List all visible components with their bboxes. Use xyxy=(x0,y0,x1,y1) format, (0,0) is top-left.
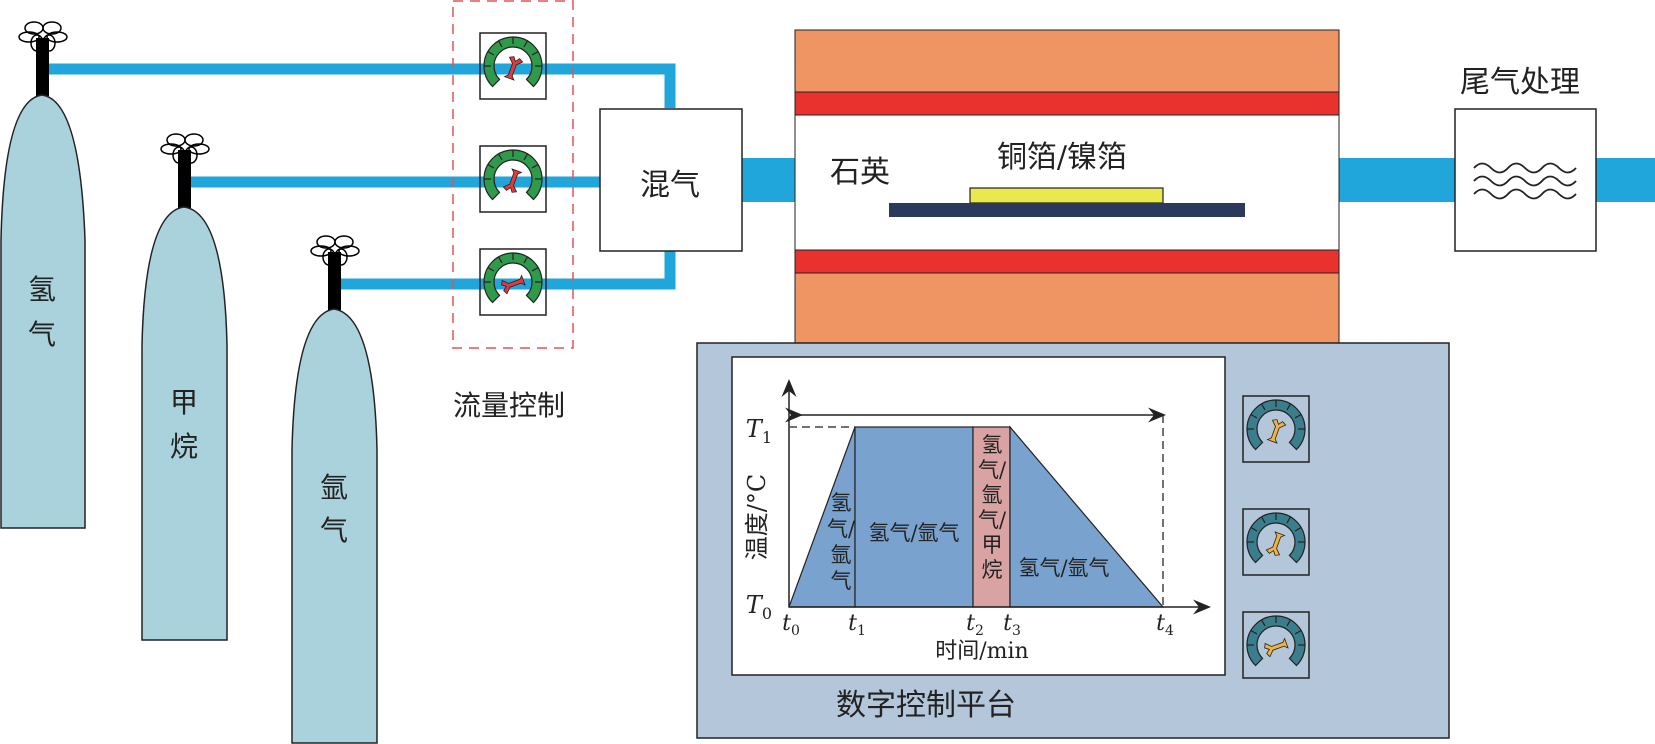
cylinder-hydrogen[interactable]: 氢 气 xyxy=(0,21,86,529)
segment-gas-label: 氢 xyxy=(831,491,852,515)
cylinder-label-top: 甲 xyxy=(170,386,198,419)
x-tick-label: t2 xyxy=(966,611,984,639)
flow-controller-methane[interactable] xyxy=(479,145,547,213)
cylinder-body xyxy=(141,206,228,641)
furnace-insulation-bottom xyxy=(794,272,1340,344)
segment-gas-label: 烷 xyxy=(982,558,1003,582)
segment-gas-label: 气/ xyxy=(978,508,1007,532)
gauge-needle-icon xyxy=(1264,637,1289,658)
cylinder-body xyxy=(291,308,378,744)
gauge-dial xyxy=(483,36,543,88)
t0-label: T0 xyxy=(746,591,772,623)
platform-gauge-1[interactable] xyxy=(1242,395,1310,463)
valve-stem xyxy=(178,150,191,208)
gauge-dial xyxy=(483,252,543,304)
segment-anneal xyxy=(854,426,974,608)
x-tick-label: t4 xyxy=(1156,611,1174,639)
x-axis-label: 时间/min xyxy=(935,639,1028,664)
segment-gas-label: 氢气/氩气 xyxy=(1018,556,1109,580)
cylinder-body xyxy=(0,94,86,529)
cylinder-methane[interactable]: 甲 烷 xyxy=(141,133,228,641)
segment-gas-label: 氢气/氩气 xyxy=(868,521,959,545)
cylinder-label-bottom: 烷 xyxy=(170,430,198,463)
gauge-needle-icon xyxy=(502,168,523,193)
pipe-hydrogen xyxy=(48,63,676,108)
sample-label: 铜箔/镍箔 xyxy=(997,140,1127,175)
x-tick-label: t0 xyxy=(782,611,800,639)
cylinder-label-bottom: 气 xyxy=(28,318,56,351)
quartz-tube xyxy=(794,114,1340,251)
tube-furnace[interactable]: 石英 铜箔/镍箔 xyxy=(794,29,1340,344)
heater-top xyxy=(794,91,1340,116)
valve-stem xyxy=(36,38,49,96)
waves-icon xyxy=(1473,162,1577,200)
pipe-exhaust-out xyxy=(1596,158,1655,202)
flow-control-label: 流量控制 xyxy=(453,389,565,422)
segment-gas-label: 气/ xyxy=(978,458,1007,482)
flow-control-group-border xyxy=(452,0,574,349)
gauge-dial xyxy=(483,149,543,201)
t1-label: T1 xyxy=(746,415,772,447)
cylinder-label-top: 氢 xyxy=(28,273,56,306)
valve-handle-icon[interactable] xyxy=(18,21,68,52)
pipe-mixer-to-furnace xyxy=(740,158,795,202)
platform-gauge-3[interactable] xyxy=(1242,611,1310,679)
segment-growth xyxy=(972,426,1011,608)
flow-controller-argon[interactable] xyxy=(479,248,547,316)
cylinder-label-bottom: 气 xyxy=(320,514,348,547)
gauge-dial xyxy=(1246,512,1306,564)
gauge-needle-icon xyxy=(1265,531,1286,556)
valve-handle-icon[interactable] xyxy=(310,235,360,266)
furnace-insulation-top xyxy=(794,29,1340,93)
heater-bottom xyxy=(794,249,1340,274)
pipe-argon xyxy=(336,250,676,290)
gauge-dial xyxy=(1246,615,1306,667)
segment-gas-label: 甲 xyxy=(982,533,1003,557)
quartz-label: 石英 xyxy=(830,155,890,190)
cylinder-label-top: 氩 xyxy=(320,471,348,504)
segment-gas-label: 氩 xyxy=(982,483,1003,507)
mixer-box[interactable]: 混气 xyxy=(599,108,743,252)
flow-controller-hydrogen[interactable] xyxy=(479,32,547,100)
y-axis-label: 温度/°C xyxy=(743,474,771,560)
cylinder-argon[interactable]: 氩 气 xyxy=(291,235,378,744)
gauge-needle-icon xyxy=(503,56,524,81)
pipe-furnace-to-exhaust xyxy=(1338,158,1456,202)
segment-gas-label: 气 xyxy=(831,569,852,593)
exhaust-box[interactable] xyxy=(1454,108,1597,252)
valve-stem xyxy=(328,252,341,310)
platform-label: 数字控制平台 xyxy=(836,688,1016,723)
gauge-dial xyxy=(1246,399,1306,451)
metal-foil xyxy=(969,187,1164,204)
segment-gas-label: 氩 xyxy=(831,543,852,567)
substrate-holder xyxy=(889,203,1245,217)
mixer-label: 混气 xyxy=(640,168,700,203)
segment-gas-label: 氢 xyxy=(982,433,1003,457)
gauge-needle-icon xyxy=(1266,419,1287,444)
platform-gauge-2[interactable] xyxy=(1242,508,1310,576)
x-tick-label: t1 xyxy=(848,611,866,639)
valve-handle-icon[interactable] xyxy=(160,133,210,164)
exhaust-label: 尾气处理 xyxy=(1460,65,1580,100)
gauge-needle-icon xyxy=(501,274,526,295)
x-tick-label: t3 xyxy=(1003,611,1021,639)
segment-gas-label: 气/ xyxy=(827,517,856,541)
